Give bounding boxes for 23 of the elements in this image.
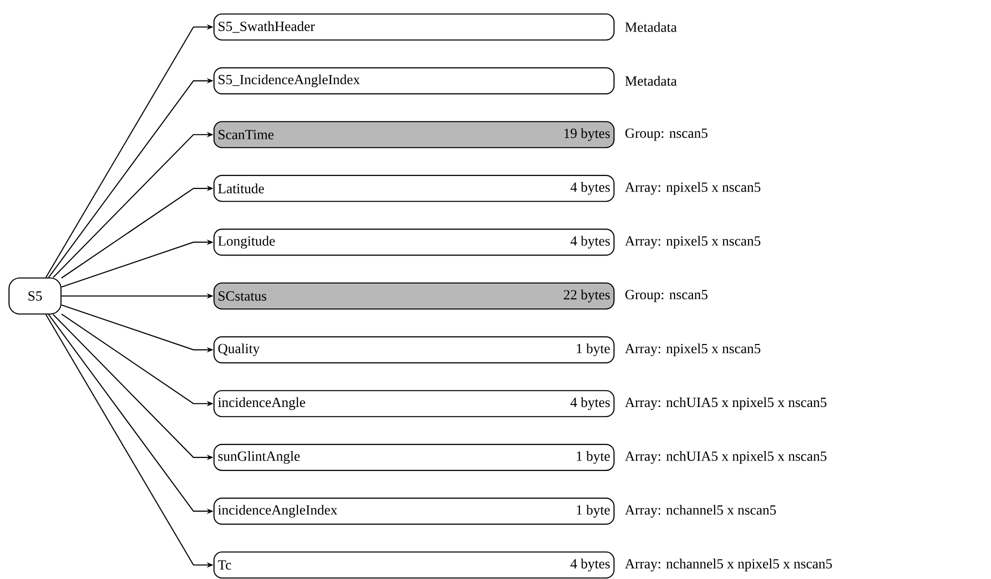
description-text: Array: npixel5 x nscan5: [624, 343, 760, 356]
description-text: Array: nchannel5 x nscan5: [624, 504, 776, 518]
description-text: Array: npixel5 x nscan5: [624, 236, 760, 249]
field-box: ScanTime 19 bytes: [213, 121, 615, 148]
description-text: Group: nscan5: [625, 128, 708, 141]
field-box: Latitude 4 bytes: [213, 174, 615, 202]
field-box: sunGlintAngle 1 byte: [213, 444, 615, 471]
description-text: Array: nchannel5 x npixel5 x nscan5: [624, 558, 832, 572]
description-text: Array: npixel5 x nscan5: [624, 182, 760, 195]
description-text: Group: nscan5: [625, 290, 708, 302]
root-box: S5: [8, 277, 62, 315]
field-box: incidenceAngleIndex 1 byte: [213, 498, 615, 525]
field-box: incidenceAngle 4 bytes: [213, 390, 615, 418]
description-text: Metadata: [625, 22, 677, 32]
description-text: Array: nchUIA5 x npixel5 x nscan5: [624, 451, 826, 464]
field-box: S5_SwathHeader: [213, 13, 615, 41]
description-text: Array: nchUIA5 x npixel5 x nscan5: [624, 397, 826, 410]
description-text: Metadata: [625, 76, 677, 86]
field-box: Quality 1 byte: [213, 336, 615, 364]
field-box: Tc 4 bytes: [213, 551, 615, 579]
field-box: SCstatus 22 bytes: [213, 282, 615, 310]
field-box: S5_IncidenceAngleIndex: [213, 67, 615, 94]
field-box: Longitude 4 bytes: [213, 228, 615, 256]
